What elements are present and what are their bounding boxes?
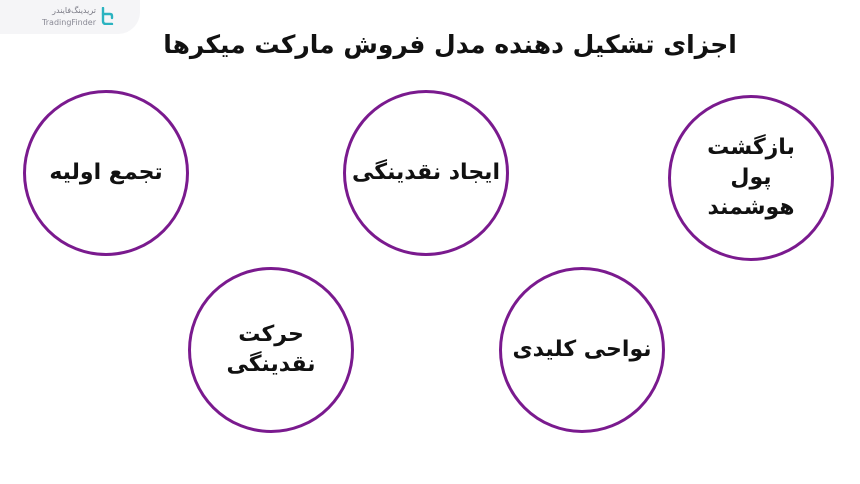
node-label: نواحی کلیدی <box>512 337 652 362</box>
node-liquidity-creation: ایجاد نقدینگی <box>343 90 509 256</box>
brand-logo-icon <box>101 7 114 25</box>
brand-name-fa: تریدینگ‌فایندر <box>52 6 96 15</box>
brand-logo: تریدینگ‌فایندر TradingFinder <box>0 0 140 34</box>
node-key-areas: نواحی کلیدی <box>499 267 665 433</box>
node-label: ایجاد نقدینگی <box>352 160 500 185</box>
brand-name: تریدینگ‌فایندر TradingFinder <box>36 5 96 29</box>
node-label: بازگشت پول هوشمند <box>707 135 795 220</box>
diagram-title: اجزای تشکیل دهنده مدل فروش مارکت میکرها <box>163 30 737 59</box>
node-label: تجمع اولیه <box>49 160 163 185</box>
brand-name-en: TradingFinder <box>42 18 96 27</box>
node-liquidity-movement: حرکت نقدینگی <box>188 267 354 433</box>
node-smart-money-return: بازگشت پول هوشمند <box>668 95 834 261</box>
node-initial-accumulation: تجمع اولیه <box>23 90 189 256</box>
node-label: حرکت نقدینگی <box>226 322 316 377</box>
